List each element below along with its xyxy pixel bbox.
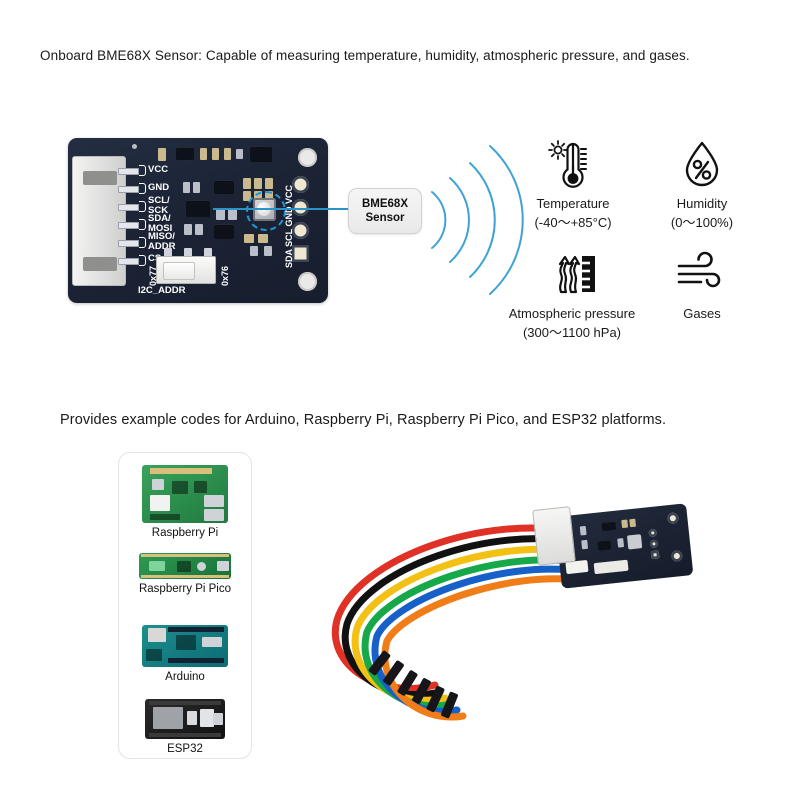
cable-and-board-photo — [285, 500, 705, 750]
water-droplet-percent-icon — [617, 133, 787, 195]
bme68x-sensor-callout: BME68X Sensor — [348, 188, 422, 234]
i2c-address-switch[interactable] — [156, 256, 216, 284]
pin-label-vcc: VCC — [148, 164, 169, 175]
callout-line-1: BME68X — [361, 197, 409, 210]
capability-range: (0〜100%) — [670, 214, 734, 230]
sensor-feature-heading: Onboard BME68X Sensor: Capable of measur… — [40, 48, 690, 63]
capability-range: (300〜1100 hPa) — [522, 324, 622, 340]
pin-label-scl-sck: SCL/ SCK — [148, 195, 170, 216]
capability-temperature: Temperature (-40〜+85°C) — [488, 133, 658, 233]
capability-name: Humidity — [676, 196, 728, 211]
platform-item-raspberry-pi-pico: Raspberry Pi Pico — [119, 553, 251, 595]
arduino-board-image — [142, 625, 228, 667]
jst-connector — [72, 156, 126, 286]
callout-line-2: Sensor — [365, 212, 405, 224]
platform-item-raspberry-pi: Raspberry Pi — [119, 465, 251, 539]
pad-sda — [292, 245, 309, 262]
capability-name: Atmospheric pressure — [508, 306, 636, 321]
capability-gases: Gases — [617, 243, 787, 324]
supported-platforms-panel: Raspberry Pi Raspberry Pi Pico — [118, 452, 252, 759]
platform-label: Raspberry Pi Pico — [138, 583, 232, 595]
platform-label: Raspberry Pi — [151, 527, 219, 539]
raspberry-pi-pico-board-image — [139, 553, 231, 579]
mounting-hole — [298, 148, 317, 167]
pad-scl — [292, 222, 309, 239]
sensor-callout-line — [213, 208, 348, 210]
pin-label-cs: CS — [148, 253, 162, 264]
i2c-addr-label: I2C_ADDR — [138, 285, 186, 296]
capability-range: (-40〜+85°C) — [534, 214, 612, 230]
esp32-board-image — [145, 699, 225, 739]
platform-item-arduino: Arduino — [119, 625, 251, 683]
capability-name: Gases — [683, 306, 721, 321]
bme68x-breakout-board-image: VCC GND SCL/ SCK SDA/ MOSI MISO/ ADDR CS — [68, 138, 328, 303]
pressure-gauge-icon — [487, 243, 657, 305]
cable-jst-connector — [532, 506, 576, 566]
breakout-board-photo — [554, 503, 694, 589]
pad-vcc — [292, 176, 309, 193]
pad-gnd — [292, 199, 309, 216]
capability-humidity: Humidity (0〜100%) — [617, 133, 787, 233]
right-pads-label: SDA SCL GND VCC — [284, 184, 294, 268]
mounting-hole — [298, 272, 317, 291]
jumper-wires-illustration — [331, 524, 589, 721]
platform-item-esp32: ESP32 — [119, 699, 251, 755]
capability-pressure: Atmospheric pressure (300〜1100 hPa) — [487, 243, 657, 343]
pin-label-gnd: GND — [148, 182, 170, 193]
addr-value-0x77: 0x77 — [148, 265, 158, 286]
platform-label: ESP32 — [167, 743, 203, 755]
thermometer-icon — [488, 133, 658, 195]
capability-name: Temperature — [536, 196, 610, 211]
addr-value-0x76: 0x76 — [220, 265, 230, 286]
signal-arcs-icon — [431, 145, 524, 295]
pin-label-miso-addr: MISO/ ADDR — [148, 231, 176, 252]
raspberry-pi-board-image — [142, 465, 228, 523]
platform-feature-heading: Provides example codes for Arduino, Rasp… — [60, 412, 667, 428]
wind-gas-icon — [617, 243, 787, 305]
sensor-highlight-circle — [246, 191, 286, 231]
pin-label-sda-mosi: SDA/ MOSI — [148, 213, 173, 234]
platform-label: Arduino — [165, 671, 205, 683]
